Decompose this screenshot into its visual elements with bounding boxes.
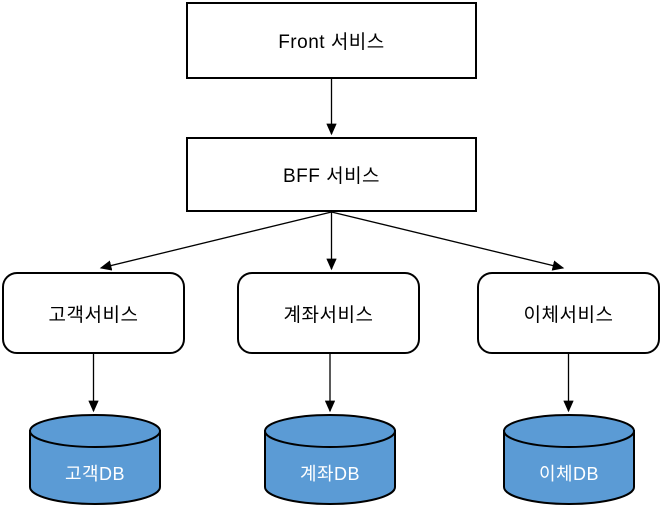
node-account-db: 계좌DB xyxy=(264,414,396,506)
node-customer-service: 고객서비스 xyxy=(2,272,185,354)
node-customer-service-label: 고객서비스 xyxy=(48,304,139,326)
node-account-service-label: 계좌서비스 xyxy=(283,304,374,326)
node-front-service: Front 서비스 xyxy=(186,2,477,79)
node-transfer-db: 이체DB xyxy=(503,414,635,506)
database-cylinder-icon xyxy=(29,414,161,505)
database-cylinder-icon xyxy=(503,414,635,505)
node-transfer-service-label: 이체서비스 xyxy=(523,304,614,326)
node-customer-db: 고객DB xyxy=(29,414,161,506)
node-account-db-label: 계좌DB xyxy=(299,464,361,484)
node-transfer-db-label: 이체DB xyxy=(538,464,600,484)
node-customer-db-label: 고객DB xyxy=(64,464,126,484)
database-cylinder-icon xyxy=(264,414,396,505)
node-transfer-service: 이체서비스 xyxy=(477,272,660,354)
edge-bff-to-transfer-service xyxy=(331,211,565,271)
node-bff-service: BFF 서비스 xyxy=(186,137,477,212)
node-front-service-label: Front 서비스 xyxy=(278,32,385,53)
node-account-service: 계좌서비스 xyxy=(237,272,420,354)
edge-bff-to-customer-service xyxy=(99,211,332,271)
node-bff-service-label: BFF 서비스 xyxy=(282,166,381,187)
